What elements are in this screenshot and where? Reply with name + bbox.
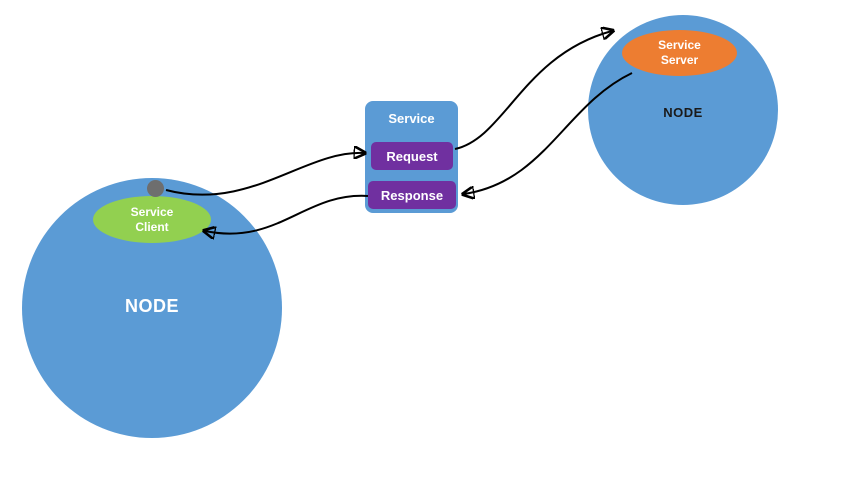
service-client-label-line2: Client (135, 219, 169, 234)
request-box: Request (371, 142, 453, 170)
service-server-label-line1: Service (658, 38, 701, 52)
left-node-label: NODE (124, 296, 179, 316)
service-box-title: Service (388, 111, 435, 126)
service-server-label-line2: Server (660, 53, 699, 67)
service-box: Service Request Response (365, 101, 458, 213)
connection-dot (147, 180, 164, 197)
right-node-label: NODE (663, 105, 703, 120)
service-client-label-line1: Service (130, 204, 174, 219)
service-server-ellipse: Service Server (622, 30, 737, 76)
arrow-request-to-service-server (454, 31, 612, 150)
service-client-ellipse: Service Client (93, 196, 211, 243)
response-box: Response (368, 181, 456, 209)
